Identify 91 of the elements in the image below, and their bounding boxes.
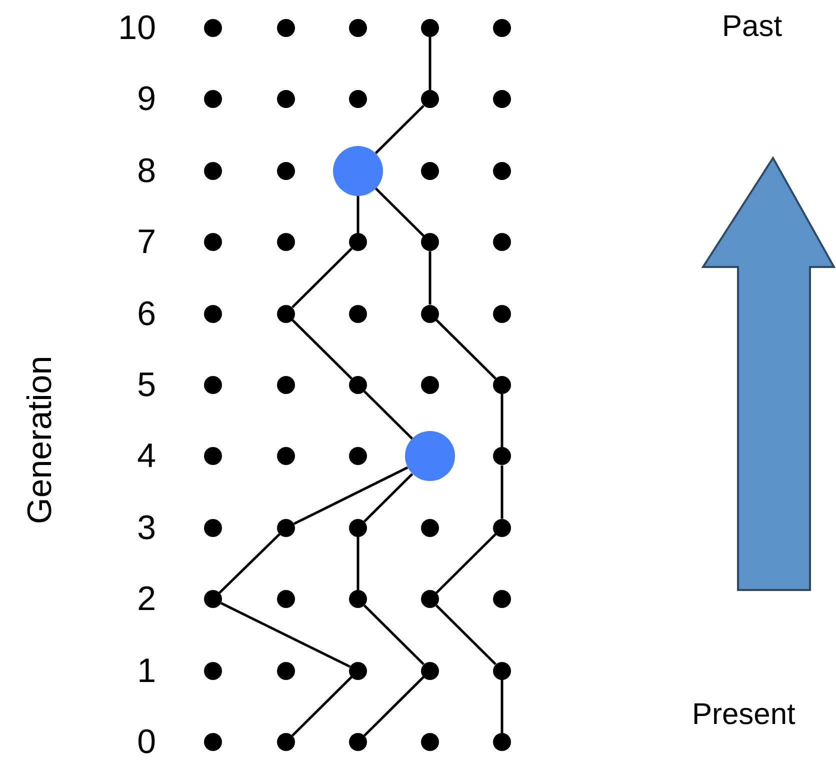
- generation-number: 9: [137, 82, 156, 116]
- individual-dot: [204, 590, 222, 608]
- individual-dot: [493, 662, 511, 680]
- lineage-line: [220, 602, 350, 668]
- individual-dot: [204, 662, 222, 680]
- lineage-line: [364, 390, 414, 440]
- individual-dot: [421, 304, 439, 323]
- individual-dot: [421, 662, 439, 680]
- individual-dot: [421, 518, 439, 537]
- lineage-line: [500, 394, 504, 448]
- lineage-line: [356, 536, 360, 590]
- individual-dot: [204, 90, 222, 108]
- individual-dot: [277, 90, 295, 108]
- lineage-line: [428, 251, 432, 305]
- individual-dot: [349, 304, 367, 323]
- individual-dot: [204, 162, 222, 180]
- generation-number: 5: [137, 368, 156, 402]
- individual-dot: [349, 733, 367, 751]
- individual-dot: [421, 90, 439, 108]
- generation-number: 7: [137, 225, 156, 260]
- individual-dot: [493, 518, 511, 537]
- lineage-line: [356, 196, 360, 234]
- individual-dot: [349, 590, 367, 608]
- lineage-line: [294, 466, 408, 525]
- individual-dot: [277, 590, 295, 608]
- lineage-line: [292, 319, 352, 380]
- individual-dot: [204, 233, 222, 252]
- individual-dot: [493, 590, 511, 608]
- individual-dot: [349, 19, 367, 37]
- lineage-line: [292, 248, 352, 308]
- individual-dot: [493, 733, 511, 751]
- lineage-line: [364, 604, 424, 666]
- lineage-line: [374, 188, 424, 237]
- individual-dot: [493, 304, 511, 323]
- ancestor-dot: [333, 146, 383, 196]
- individual-dot: [349, 447, 367, 466]
- individual-dot: [204, 304, 222, 323]
- individual-dot: [204, 447, 222, 466]
- individual-dot: [204, 19, 222, 37]
- individual-dot: [204, 518, 222, 537]
- individual-dot: [204, 733, 222, 751]
- individual-dot: [421, 19, 439, 37]
- arrow-label: Past: [722, 12, 782, 42]
- generation-number: 1: [137, 654, 156, 688]
- individual-dot: [349, 518, 367, 537]
- generation-number: 10: [118, 11, 156, 45]
- generation-number: 8: [137, 154, 156, 188]
- individual-dot: [493, 162, 511, 180]
- ancestor-dot: [405, 431, 455, 482]
- lineage-line: [364, 676, 424, 737]
- individual-dot: [421, 733, 439, 751]
- individual-dot: [277, 376, 295, 394]
- individual-dot: [277, 518, 295, 537]
- individual-dot: [349, 90, 367, 108]
- individual-dot: [277, 233, 295, 252]
- lineage-line: [500, 680, 504, 733]
- generation-number: 4: [137, 439, 156, 474]
- generation-number: 0: [137, 725, 156, 759]
- axis-title: Generation: [23, 356, 57, 524]
- generation-number: 3: [137, 510, 156, 545]
- individual-dot: [277, 162, 295, 180]
- lineage-line: [436, 533, 496, 594]
- generation-number: 2: [137, 582, 156, 616]
- lineage-line: [436, 319, 496, 380]
- individual-dot: [277, 662, 295, 680]
- individual-dot: [277, 19, 295, 37]
- lineage-line: [364, 473, 414, 522]
- generation-number: 6: [137, 296, 156, 331]
- individual-dot: [421, 590, 439, 608]
- lineage-line: [436, 604, 496, 666]
- lineage-line: [428, 37, 432, 90]
- arrow-label: Present: [692, 700, 796, 730]
- individual-dot: [421, 162, 439, 180]
- individual-dot: [277, 447, 295, 466]
- individual-dot: [204, 376, 222, 394]
- individual-dot: [277, 304, 295, 323]
- individual-dot: [493, 90, 511, 108]
- individual-dot: [493, 447, 511, 466]
- individual-dot: [493, 233, 511, 252]
- lineage-line: [374, 104, 424, 154]
- individual-dot: [349, 233, 367, 252]
- individual-dot: [349, 376, 367, 394]
- lineage-line: [500, 465, 504, 519]
- individual-dot: [277, 733, 295, 751]
- individual-dot: [349, 662, 367, 680]
- lineage-line: [218, 533, 280, 594]
- individual-dot: [493, 376, 511, 394]
- individual-dot: [493, 19, 511, 37]
- individual-dot: [421, 376, 439, 394]
- individual-dot: [421, 233, 439, 252]
- lineage-line: [292, 676, 352, 737]
